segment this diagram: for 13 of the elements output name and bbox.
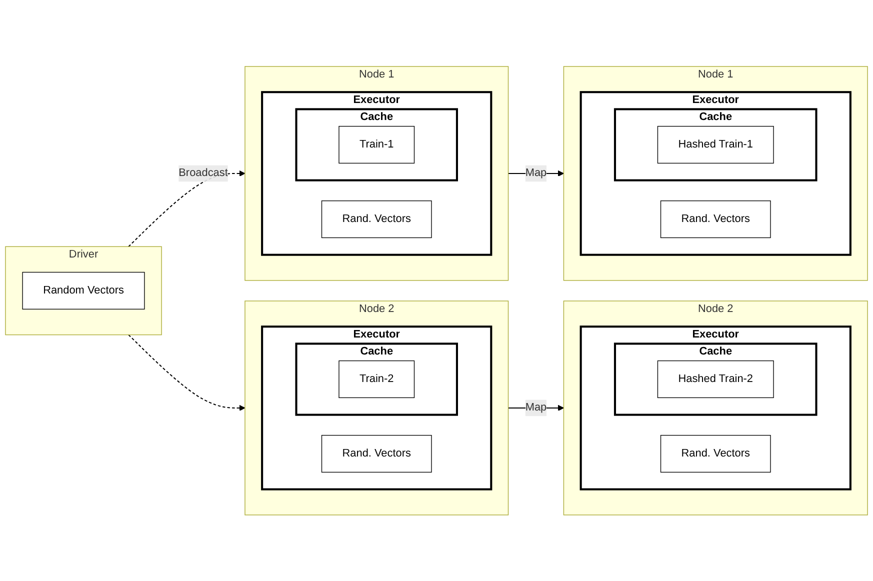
node-box: Hashed Train-2 <box>657 360 774 398</box>
arrow <box>128 334 246 411</box>
edge-label: Map <box>525 167 547 179</box>
node-box: Random Vectors <box>22 272 145 310</box>
node-box: Rand. Vectors <box>660 434 771 472</box>
node-box: Hashed Train-1 <box>657 126 774 164</box>
node-box: Rand. Vectors <box>321 434 432 472</box>
node-box: Rand. Vectors <box>660 200 771 238</box>
edge-label: Broadcast <box>178 167 228 179</box>
node-box: Train-1 <box>338 126 415 164</box>
edge-label: Map <box>525 402 547 414</box>
node-box: Rand. Vectors <box>321 200 432 238</box>
node-box: Train-2 <box>338 360 415 398</box>
